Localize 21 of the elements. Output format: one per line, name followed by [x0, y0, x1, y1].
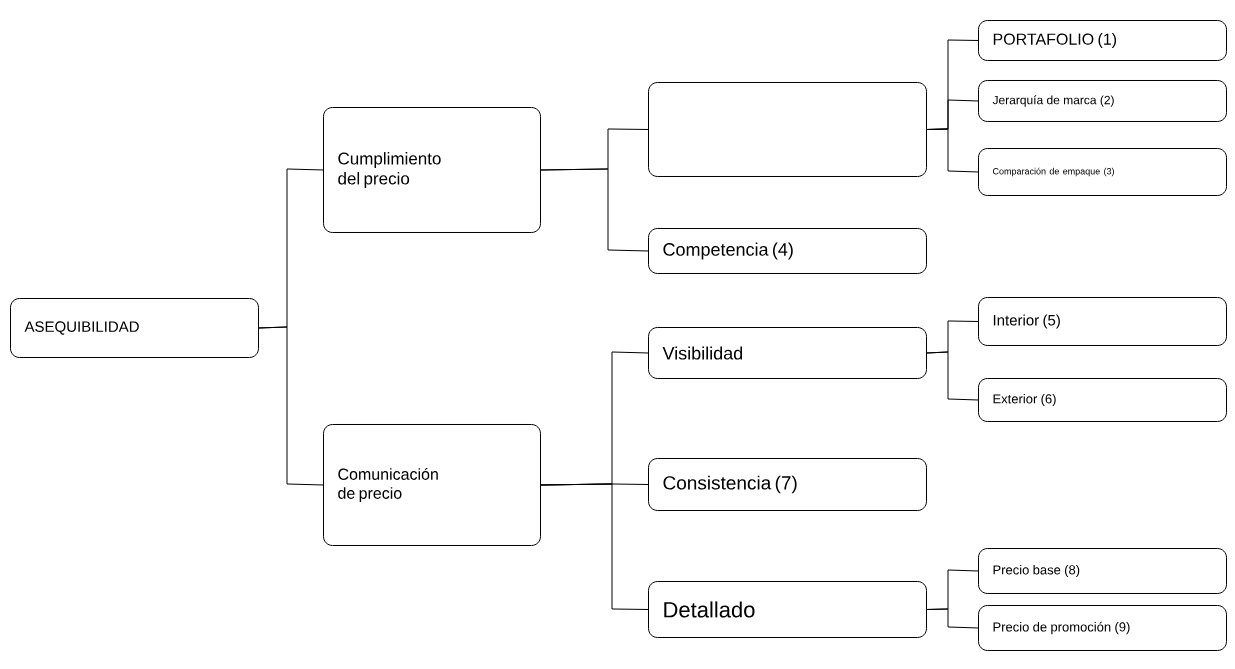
- connector-line: [258, 326, 324, 486]
- text-box: Precio de promoción (9): [978, 605, 1227, 651]
- text-box: PORTAFOLIO (1): [978, 20, 1227, 61]
- connector-line: [540, 483, 649, 610]
- text-box: Jerarquía de marca (2): [978, 80, 1227, 122]
- connector-line: [926, 608, 979, 629]
- text-box: Comparación de empaque (3): [978, 148, 1227, 196]
- text-box: Detallado: [648, 581, 927, 638]
- text-box: Exterior (6): [978, 378, 1227, 422]
- text-box: Cumplimiento del precio: [323, 107, 541, 233]
- text-box: ASEQUIBILIDAD: [10, 298, 259, 358]
- connector-line: [926, 128, 979, 173]
- connector-line: [926, 351, 979, 401]
- text-box: Precio base (8): [978, 548, 1227, 594]
- text-box: Competencia (4): [648, 228, 927, 274]
- empty-box: [648, 82, 927, 177]
- text-box: Interior (5): [978, 297, 1227, 346]
- text-box: Visibilidad: [648, 327, 927, 379]
- text-box: Consistencia (7): [648, 458, 927, 511]
- text-box: Comunicación de precio: [323, 424, 541, 546]
- connector-line: [540, 168, 649, 252]
